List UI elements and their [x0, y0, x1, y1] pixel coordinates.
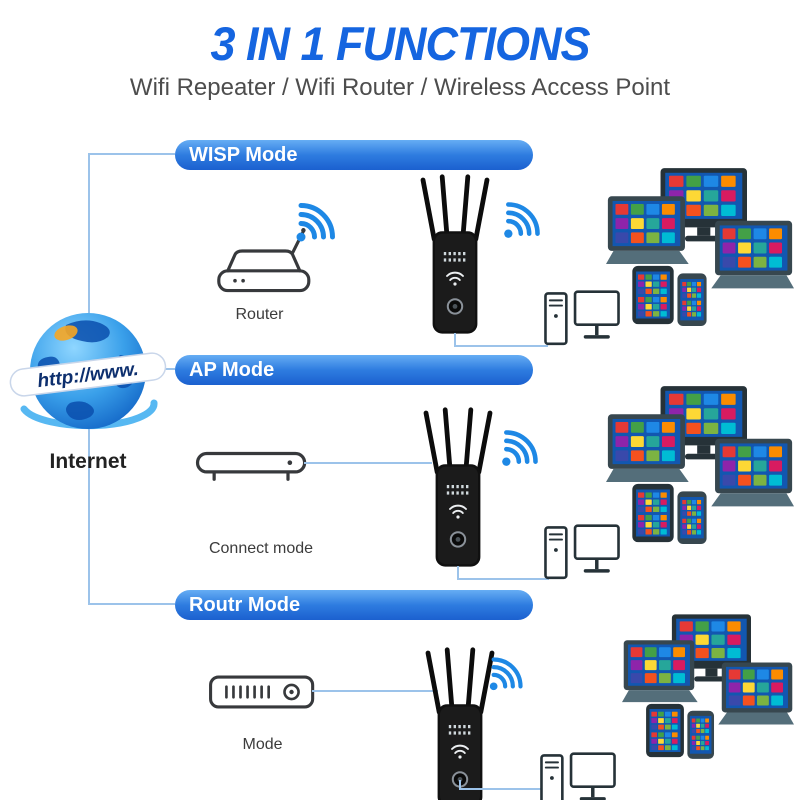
wifi-signal-icon — [500, 192, 550, 242]
routr-connector-line — [88, 603, 175, 605]
section-header-ap-mode: AP Mode — [175, 355, 533, 385]
repeater-device-icon — [418, 405, 498, 573]
router-label: Router — [235, 306, 284, 323]
wifi-signal-icon — [486, 648, 532, 694]
section-title: WISP Mode — [189, 144, 298, 166]
devices-cluster-icon — [606, 168, 794, 328]
repeater-pc-line — [457, 578, 549, 580]
section-header-wisp-mode: WISP Mode — [175, 140, 533, 170]
internet-label: Internet — [49, 450, 127, 473]
connect-mode-label: Connect mode — [208, 540, 314, 557]
wifi-signal-icon — [498, 420, 548, 470]
repeater-device-icon — [415, 172, 495, 340]
internet-globe-icon: http://www. — [9, 313, 167, 430]
wifi-signal-icon — [292, 192, 346, 246]
mode-label: Mode — [242, 736, 283, 753]
section-header-routr-mode: Routr Mode — [175, 590, 533, 620]
modem-repeater-line — [312, 690, 438, 692]
repeater-pc-line — [459, 788, 545, 790]
repeater-pc-line — [454, 333, 456, 347]
modem-repeater-line — [304, 462, 432, 464]
section-title: Routr Mode — [189, 594, 301, 616]
repeater-pc-line — [454, 345, 548, 347]
desktop-pc-icon — [538, 750, 618, 800]
modem-icon — [192, 444, 312, 486]
section-title: AP Mode — [189, 359, 275, 381]
modem-icon — [205, 670, 320, 714]
devices-cluster-icon — [606, 386, 794, 546]
repeater-pc-line — [457, 566, 459, 580]
repeater-pc-line — [459, 780, 461, 790]
wisp-connector-line — [88, 153, 175, 155]
page-subtitle: Wifi Repeater / Wifi Router / Wireless A… — [129, 74, 671, 101]
page-title: 3 IN 1 FUNCTIONS — [210, 16, 590, 71]
devices-cluster-icon — [622, 614, 794, 761]
